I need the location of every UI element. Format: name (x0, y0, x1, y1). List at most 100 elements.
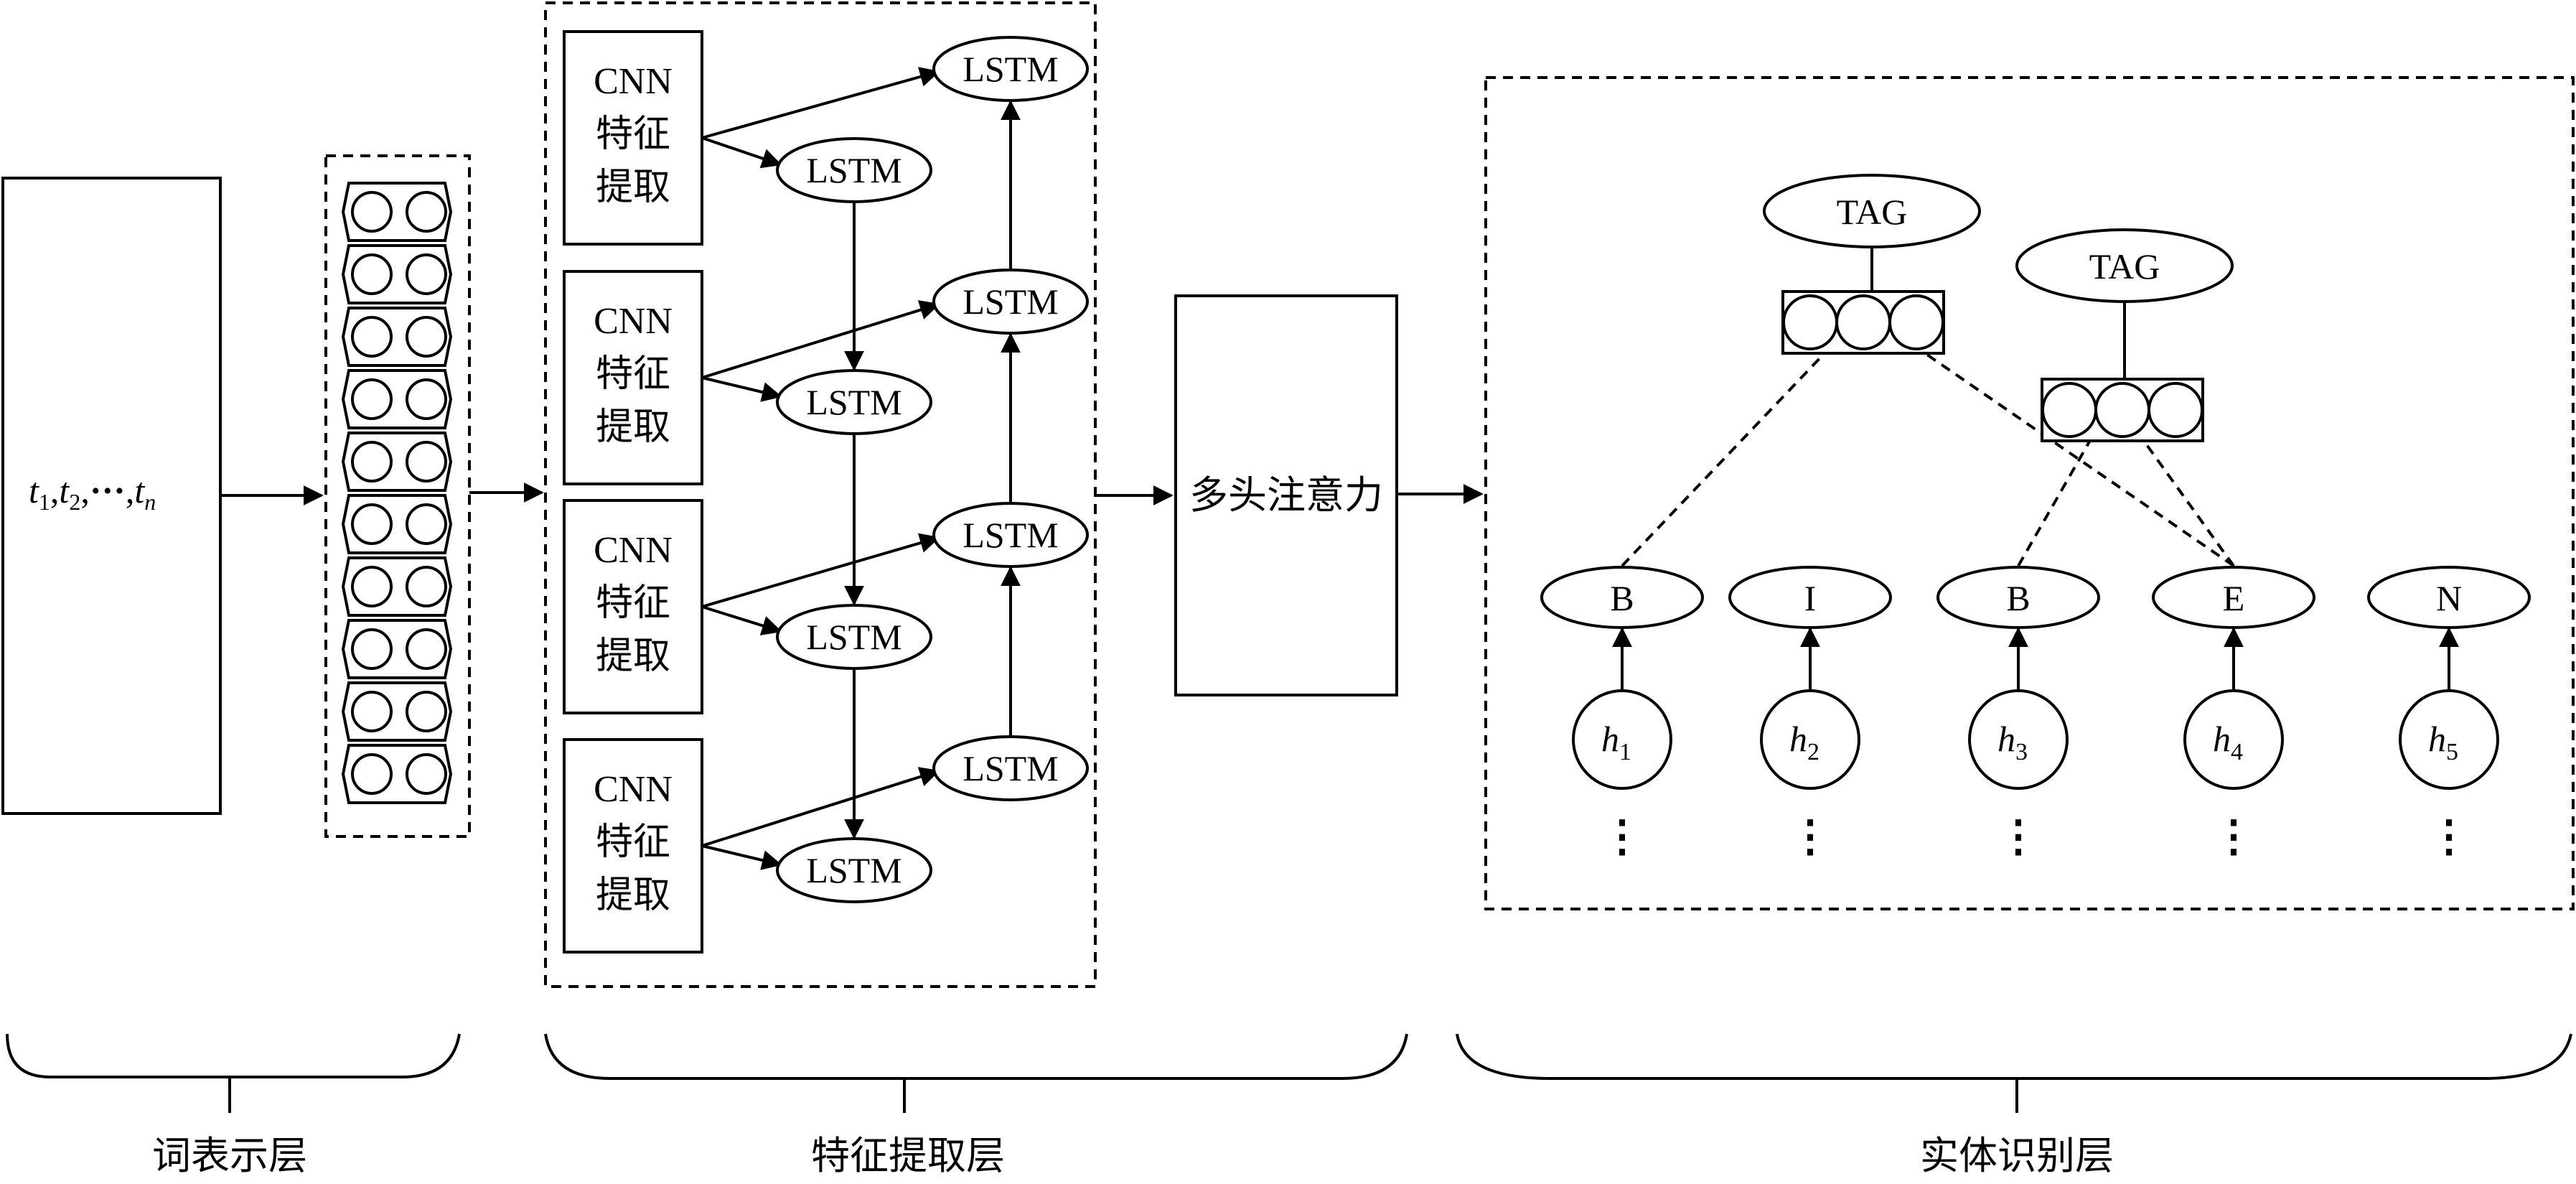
arrow-cnn-to-lstm (701, 605, 782, 635)
cnn-block-label: CNN (594, 301, 673, 342)
cnn-block-label: 提取 (596, 166, 670, 209)
cnn-feature-block: CNN 特征提取 (563, 270, 703, 485)
embedding-cell (341, 744, 453, 804)
cnn-block-label: 提取 (596, 874, 670, 917)
cnn-block-label: 特征 (596, 113, 670, 156)
embedding-cell (341, 182, 453, 242)
entity-recognition-region (1484, 76, 2575, 910)
lstm-backward-node: LSTM (932, 269, 1089, 335)
svg-text:LSTM: LSTM (806, 382, 901, 422)
entity-column: Ih2 ⋮ (1728, 566, 1892, 860)
entity-label-node (2152, 566, 2315, 629)
tag-connection-line (1924, 352, 2235, 567)
layer-label-feature-extract: 特征提取层 (811, 1133, 1005, 1178)
embedding-cell (341, 244, 453, 304)
arrow-cnn-to-lstm (701, 844, 782, 870)
cnn-block-label: CNN (594, 61, 673, 102)
tag-node (1763, 174, 1981, 248)
svg-text:LSTM: LSTM (963, 748, 1058, 788)
cnn-block-label: CNN (594, 530, 673, 571)
entity-label: I (1804, 578, 1817, 618)
svg-text:LSTM: LSTM (963, 49, 1058, 89)
layer-brace-word: 词表示层 (6, 1033, 461, 1178)
tag-label: TAG (2089, 246, 2160, 286)
entity-label: B (2006, 578, 2030, 618)
embedding-cell (341, 556, 453, 617)
cnn-block-label: CNN (594, 769, 673, 810)
hidden-state-label: h4 (2213, 719, 2243, 765)
cnn-block-label: 提取 (596, 635, 670, 678)
cnn-feature-block: CNN 特征提取 (563, 738, 703, 954)
hidden-state-node (2183, 689, 2284, 790)
tag-output: TAG (1763, 174, 1981, 355)
attention-block: 多头注意力 (1174, 294, 1398, 696)
input-sequence-text: t1,t2,···,tn (29, 470, 156, 515)
layer-brace-entity: 实体识别层 (1456, 1033, 2572, 1178)
hidden-state-label: h2 (1789, 719, 1819, 765)
embedding-cell (341, 307, 453, 367)
arrow-cnn-to-lstm (701, 533, 940, 608)
lstm-forward-node: LSTM (776, 604, 932, 670)
arrow-cnn-to-lstm (701, 300, 940, 379)
ellipsis-vertical: ⋮ (1601, 813, 1644, 860)
lstm-backward-node: LSTM (932, 502, 1089, 568)
cnn-block-label: 特征 (596, 821, 670, 864)
tag-output: TAG (2015, 228, 2234, 442)
cnn-block-label: 特征 (596, 353, 670, 396)
embedding-cell (341, 619, 453, 679)
entity-label: E (2223, 578, 2245, 618)
tag-label: TAG (1837, 192, 1908, 232)
cnn-feature-block: CNN 特征提取 (563, 30, 703, 246)
hidden-state-label: h1 (1601, 719, 1631, 765)
arrow-cnn-to-lstm (701, 136, 782, 169)
layer-brace-feature: 特征提取层 (544, 1033, 1408, 1178)
arrow-cnn-to-lstm (701, 376, 782, 402)
tag-connection-line (2140, 437, 2235, 567)
lstm-forward-node: LSTM (776, 137, 932, 203)
cnn-feature-block: CNN 特征提取 (563, 499, 703, 714)
hidden-state-node (1572, 689, 1672, 790)
ellipsis-vertical: ⋮ (1997, 813, 2040, 860)
svg-text:LSTM: LSTM (963, 281, 1058, 322)
embedding-cell (341, 681, 453, 742)
attention-label: 多头注意力 (1189, 472, 1383, 518)
lstm-backward-node: LSTM (932, 735, 1089, 801)
ellipsis-vertical: ⋮ (1789, 813, 1832, 860)
svg-text:LSTM: LSTM (806, 850, 901, 890)
embedding-cell (341, 369, 453, 429)
hidden-state-label: h3 (1997, 719, 2028, 765)
lstm-forward-node: LSTM (776, 369, 932, 435)
hidden-state-node (2399, 689, 2499, 790)
cnn-block-label: 特征 (596, 582, 670, 625)
entity-label-node (1728, 566, 1892, 629)
tag-node (2015, 228, 2234, 303)
layer-label-entity-recog: 实体识别层 (1920, 1133, 2114, 1178)
embedding-cell (341, 432, 453, 492)
entity-label-node (1540, 566, 1704, 629)
entity-column: Nh5⋮ (2367, 566, 2531, 860)
embedding-cells (341, 182, 453, 804)
entity-label: B (1610, 578, 1634, 618)
arrow-cnn-to-lstm (701, 67, 940, 139)
entity-label: N (2436, 578, 2462, 618)
cnn-block-label: 提取 (596, 406, 670, 449)
embedding-cell (341, 494, 453, 554)
lstm-backward-node: LSTM (932, 36, 1089, 102)
entity-column: Bh3 ⋮ (1936, 566, 2100, 860)
svg-text:LSTM: LSTM (963, 515, 1058, 555)
tag-connection-line (2017, 437, 2093, 567)
ellipsis-vertical: ⋮ (2427, 813, 2470, 860)
hidden-state-node (1968, 689, 2069, 790)
lstm-forward-node: LSTM (776, 837, 932, 903)
svg-text:LSTM: LSTM (806, 617, 901, 657)
svg-text:LSTM: LSTM (806, 150, 901, 190)
tag-connection-line (1621, 352, 1826, 567)
entity-column: Bh1 ⋮ (1540, 566, 1704, 860)
input-sequence-box: t1,t2,···,tn (1, 177, 222, 815)
entity-column: Eh4 ⋮ (2152, 566, 2315, 860)
entity-label-node (1936, 566, 2100, 629)
ellipsis-vertical: ⋮ (2212, 813, 2255, 860)
